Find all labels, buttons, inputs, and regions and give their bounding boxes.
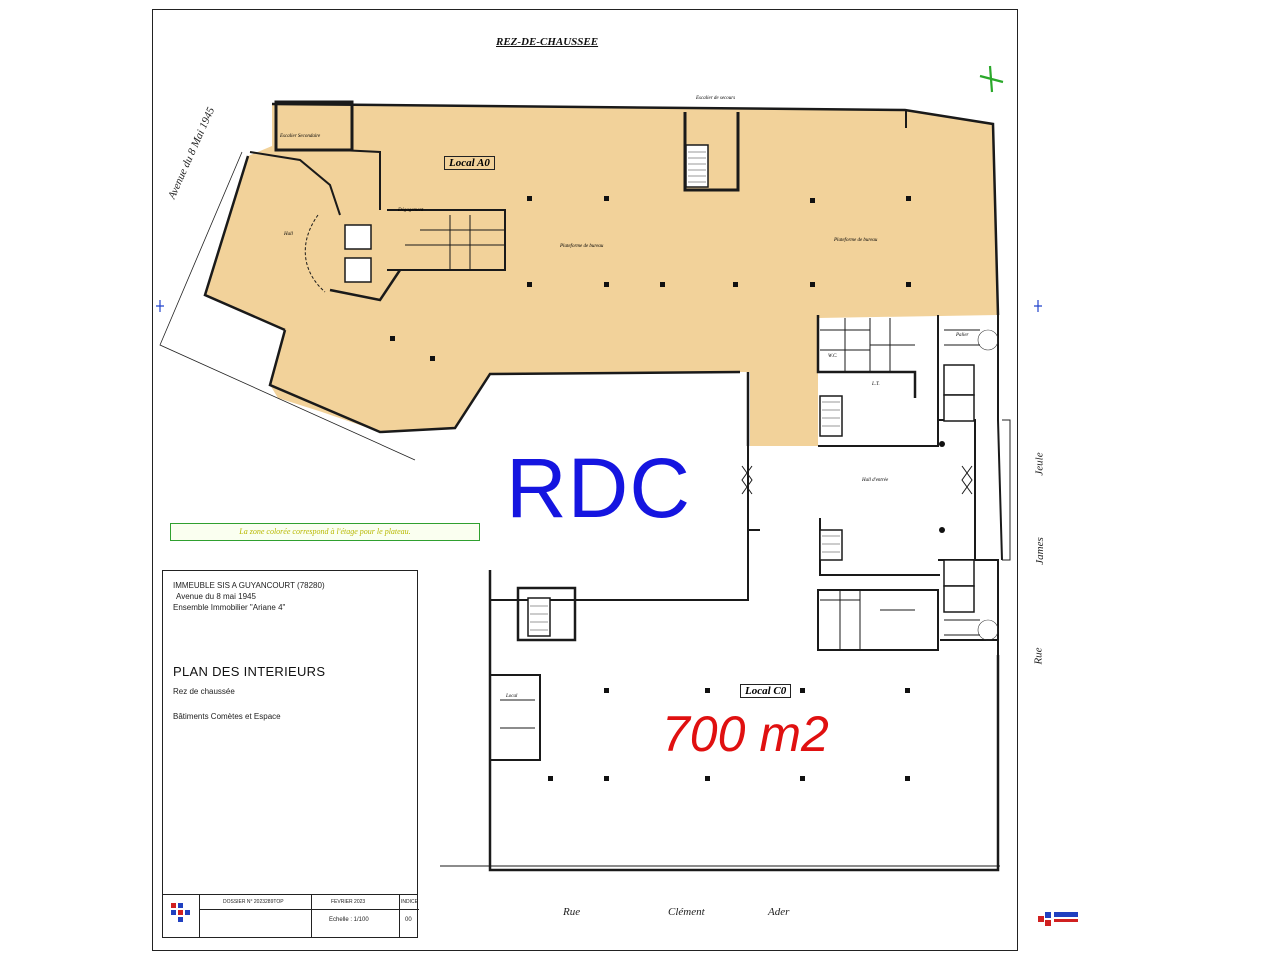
street-bottom-ader: Ader [768, 906, 790, 918]
indice-label: INDICE [401, 899, 418, 905]
street-rue: Rue [1032, 647, 1045, 665]
room-hall-entree: Hall d'entrée [862, 478, 889, 483]
walls-lower [440, 570, 1000, 872]
indice-value: 00 [405, 917, 412, 923]
street-jules: Jeule [1033, 452, 1046, 476]
project-line-3: Ensemble Immobilier "Ariane 4" [173, 603, 286, 612]
small-rooms [405, 215, 980, 650]
local-c0-label: Local C0 [740, 684, 792, 698]
stair-treads [530, 151, 999, 641]
highlight-notice: La zone colorée correspond à l'étage pou… [170, 523, 480, 541]
level-label: RDC [506, 441, 691, 535]
scale-label: Echelle : 1/100 [329, 917, 369, 923]
room-escalier-secours: Escalier de secours [696, 96, 736, 101]
north-arrow-icon [979, 65, 1004, 93]
stairs [344, 144, 975, 637]
section-markers [156, 300, 1042, 312]
street-bottom-rue: Rue [563, 906, 581, 918]
drawing-sheet [152, 9, 1018, 951]
plan-heading: PLAN DES INTERIEURS [173, 664, 326, 679]
plan-date: FEVRIER 2023 [331, 899, 366, 905]
highlight-zone [205, 104, 998, 446]
avenue-line [159, 151, 416, 461]
hall-curve [304, 214, 326, 293]
room-escalier-secondaire: Escalier Secondaire [280, 134, 321, 139]
plan-title: REZ-DE-CHAUSSEE [496, 36, 599, 48]
title-block-footer: DOSSIER N° 2023289TOP FEVRIER 2023 INDIC… [163, 894, 419, 937]
room-plateforme-2: Plateforme de bureau [834, 238, 878, 243]
room-plateforme-1: Plateforme de bureau [560, 244, 604, 249]
dossier-number: DOSSIER N° 2023289TOP [223, 899, 284, 905]
area-label: 700 m2 [662, 706, 829, 762]
company-logo-icon [171, 903, 190, 922]
room-hall: Hall [284, 232, 293, 237]
street-bottom-clement: Clément [668, 906, 705, 918]
local-a0-label: Local A0 [444, 156, 495, 170]
columns [390, 196, 945, 781]
plan-subtitle-1: Rez de chaussée [173, 687, 235, 696]
room-palier: Palier [956, 333, 969, 338]
partner-logo-icon [1038, 912, 1078, 926]
facade-right [1002, 419, 1011, 561]
room-wc: W.C. [828, 354, 838, 359]
room-local: Local [506, 694, 518, 699]
room-lt: L.T. [872, 382, 880, 387]
project-line-2: Avenue du 8 mai 1945 [176, 592, 256, 601]
project-line-1: IMMEUBLE SIS A GUYANCOURT (78280) [173, 581, 325, 590]
walls-upper [203, 100, 1003, 561]
plan-subtitle-2: Bâtiments Comètes et Espace [173, 712, 281, 721]
street-james: James [1033, 537, 1046, 565]
door-symbols [741, 465, 973, 495]
title-block: IMMEUBLE SIS A GUYANCOURT (78280) Avenue… [162, 570, 419, 938]
room-degagement: Dégagement [398, 208, 424, 213]
